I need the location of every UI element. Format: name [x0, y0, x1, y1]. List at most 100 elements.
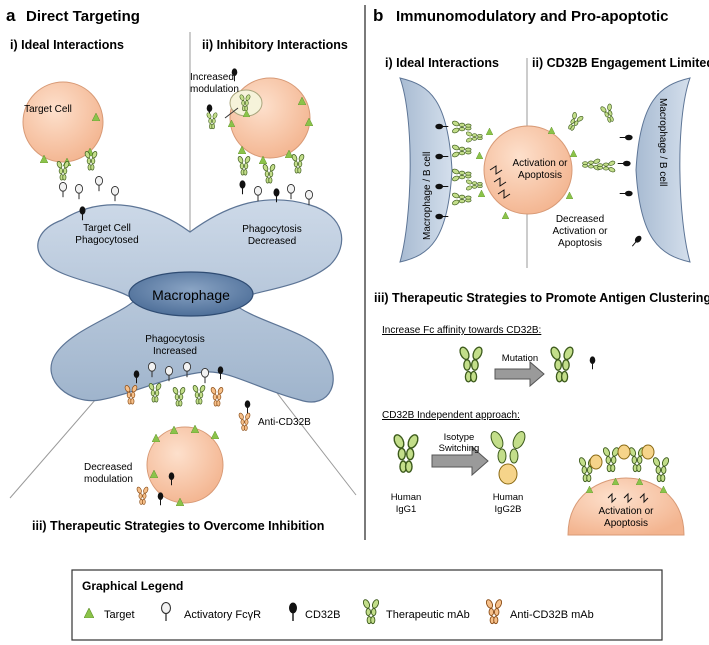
signal-arrows	[489, 165, 511, 199]
legend-anti-cd32b: Anti-CD32B mAb	[510, 609, 594, 621]
therapeutic-mab-icon	[451, 144, 472, 158]
panel-b-sub-ii: ii) CD32B Engagement Limited	[532, 56, 709, 70]
target-icon	[502, 212, 509, 219]
therapeutic-mab-icon	[598, 102, 618, 125]
independent-label: CD32B Independent approach:	[382, 410, 520, 421]
therapeutic-mab-icon	[192, 384, 206, 405]
fc-affinity-label: Increase Fc affinity towards CD32B:	[382, 325, 541, 336]
legend-activatory: Activatory FcγR	[184, 609, 261, 621]
right-bcell	[635, 77, 691, 263]
target-icon	[476, 152, 483, 159]
decreased-label-1: Phagocytosis	[242, 224, 301, 235]
mutation-arrow	[494, 360, 545, 388]
legend-therapeutic: Therapeutic mAb	[386, 609, 470, 621]
igg2b-cluster	[578, 444, 670, 483]
macrophage-label: Macrophage	[152, 287, 230, 303]
signal-arrows	[607, 492, 649, 504]
target-icon	[566, 192, 573, 199]
legend-target: Target	[104, 609, 135, 621]
cd32b-icon	[617, 160, 631, 167]
therapeutic-mab-icon	[465, 179, 483, 191]
right-bcell-label: Macrophage / B cell	[657, 98, 668, 186]
increased-modulation-1: Increased	[190, 72, 234, 83]
activatory-receptor-icon	[200, 368, 210, 384]
target-icon	[570, 150, 577, 157]
activatory-receptor-icon	[74, 184, 84, 200]
panel-b-sub-iii: iii) Therapeutic Strategies to Promote A…	[374, 291, 709, 305]
panel-b-title: Immunomodulatory and Pro-apoptotic	[396, 8, 669, 25]
igg2b-hinge	[617, 444, 631, 460]
phagocytosed-label-2: Phagocytosed	[75, 235, 138, 246]
igg2b-hinge	[641, 444, 655, 460]
mutation-label: Mutation	[502, 353, 538, 364]
decreased-mod-2: modulation	[84, 474, 133, 485]
activatory-receptor-icon	[94, 176, 104, 192]
cd32b-icon	[589, 356, 596, 370]
cd32b-icon	[629, 233, 644, 249]
human-igg2b-2: IgG2B	[495, 504, 522, 515]
human-igg1-1: Human	[391, 492, 422, 503]
macrophage-nucleus	[128, 271, 254, 317]
isotype-arrow	[431, 445, 489, 477]
panel-a-letter: a	[6, 6, 16, 25]
activatory-receptor-icon	[286, 184, 296, 200]
activatory-receptor-icon	[110, 186, 120, 202]
activatory-receptor-icon	[304, 190, 314, 206]
therapeutic-mab-icon	[56, 160, 70, 181]
target-icon	[486, 128, 493, 135]
target-cell-top-left	[22, 81, 104, 163]
act-apop-1: Activation or	[598, 506, 654, 517]
target-cell-label: Target Cell	[24, 104, 72, 115]
target-icon	[211, 431, 219, 439]
human-igg2b-1: Human	[493, 492, 524, 503]
activatory-receptor-icon	[253, 186, 263, 202]
panel-a-title: Direct Targeting	[26, 8, 140, 25]
increased-modulation-2: modulation	[190, 84, 239, 95]
therapeutic-mab-icon	[291, 153, 305, 174]
cd32b-icon	[217, 366, 224, 380]
therapeutic-mab-icon	[451, 192, 472, 206]
therapeutic-mab-icon	[148, 382, 162, 403]
increased-label-1: Phagocytosis	[145, 334, 204, 345]
target-icon	[548, 127, 555, 134]
therapeutic-mab-icon	[602, 446, 620, 473]
therapeutic-mab-icon	[392, 432, 420, 473]
therapeutic-mab-icon	[652, 456, 670, 483]
increased-label-2: Increased	[153, 346, 197, 357]
therapeutic-mab-icon	[262, 163, 276, 184]
therapeutic-mab-icon	[172, 386, 186, 407]
dec-act-1: Decreased	[556, 214, 604, 225]
activation-label-2: Apoptosis	[518, 170, 562, 181]
therapeutic-mab-icon	[597, 160, 616, 173]
panel-a-sub-iii: iii) Therapeutic Strategies to Overcome …	[32, 519, 324, 533]
anti-cd32b-mab-icon	[210, 386, 224, 407]
panel-a-sub-ii: ii) Inhibitory Interactions	[202, 38, 348, 52]
central-target-cell	[483, 125, 573, 215]
panel-a-sub-i: i) Ideal Interactions	[10, 38, 124, 52]
left-bcell-label: Macrophage / B cell	[422, 152, 433, 240]
decreased-label-2: Decreased	[248, 236, 296, 247]
cd32b-icon	[244, 400, 251, 414]
panel-b-sub-i: i) Ideal Interactions	[385, 56, 499, 70]
activatory-receptor-icon	[58, 182, 68, 198]
therapeutic-mab-icon	[237, 155, 251, 176]
panel-b-letter: b	[373, 6, 383, 25]
activation-label-1: Activation or	[512, 158, 568, 169]
therapeutic-mab-icon	[206, 112, 218, 130]
target-icon	[478, 190, 485, 197]
anti-cd32b-mab-icon	[238, 412, 251, 431]
therapeutic-mab-icon	[465, 131, 483, 143]
legend-cd32b: CD32B	[305, 609, 340, 621]
cd32b-icon	[619, 134, 633, 141]
therapeutic-mab-icon	[458, 345, 484, 383]
therapeutic-mab-icon	[564, 110, 586, 134]
cd32b-icon	[238, 180, 247, 195]
dec-act-3: Apoptosis	[558, 238, 602, 249]
cd32b-icon	[619, 190, 633, 197]
legend-title: Graphical Legend	[82, 579, 183, 593]
cd32b-icon	[157, 492, 164, 506]
internalization-arrow	[224, 107, 239, 119]
clustering-cell	[567, 477, 685, 536]
therapeutic-mab-icon	[549, 345, 575, 383]
